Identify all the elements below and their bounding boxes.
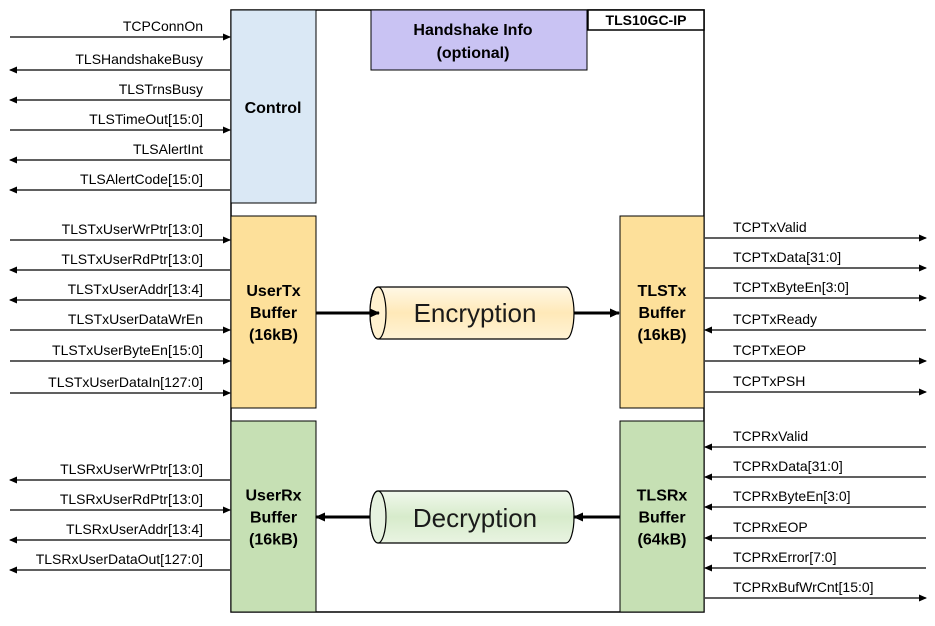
- left-signal-group: TCPConnOnTLSHandshakeBusyTLSTrnsBusyTLST…: [9, 18, 231, 574]
- tlstx-label-line-1: TLSTx: [638, 283, 687, 300]
- left-signal-label: TLSTxUserDataIn[127:0]: [48, 374, 203, 390]
- control-block: [230, 9, 317, 204]
- usertx-box: [230, 215, 317, 409]
- left-signal-label: TLSTimeOut[15:0]: [89, 111, 203, 127]
- left-signal-label: TCPConnOn: [123, 18, 203, 34]
- right-signal-label: TCPRxError[7:0]: [733, 549, 836, 565]
- tlsrx-box: [619, 420, 705, 613]
- handshake-info-block: [370, 9, 588, 71]
- left-signal-label: TLSTxUserRdPtr[13:0]: [61, 251, 203, 267]
- left-signal-label: TLSRxUserRdPtr[13:0]: [60, 491, 203, 507]
- right-signal-label: TCPRxBufWrCnt[15:0]: [733, 579, 874, 595]
- right-signal-label: TCPTxByteEn[3:0]: [733, 279, 849, 295]
- decryption-label: Decryption: [413, 503, 537, 533]
- right-signal-label: TCPRxValid: [733, 428, 808, 444]
- ip-title: TLS10GC-IP: [606, 12, 687, 28]
- right-signal-label: TCPTxEOP: [733, 342, 806, 358]
- right-signal-label: TCPRxByteEn[3:0]: [733, 488, 851, 504]
- usertx-label-line-2: Buffer: [250, 305, 297, 322]
- left-signal-label: TLSRxUserDataOut[127:0]: [36, 551, 203, 567]
- decryption-block: Decryption: [369, 490, 575, 544]
- userrx-label-line-2: Buffer: [250, 510, 297, 527]
- usertx-label-line-1: UserTx: [246, 283, 300, 300]
- left-signal-label: TLSTxUserDataWrEn: [68, 311, 203, 327]
- left-signal-label: TLSTxUserByteEn[15:0]: [52, 342, 203, 358]
- left-signal-label: TLSAlertCode[15:0]: [80, 171, 203, 187]
- right-signal-label: TCPTxPSH: [733, 373, 805, 389]
- right-signal-label: TCPRxData[31:0]: [733, 458, 843, 474]
- handshake-label: Handshake Info: [413, 22, 532, 39]
- right-signal-label: TCPTxValid: [733, 219, 807, 235]
- left-signal-label: TLSTxUserWrPtr[13:0]: [62, 221, 203, 237]
- userrx-box: [230, 420, 317, 613]
- usertx-label-line-3: (16kB): [249, 327, 298, 344]
- left-signal-label: TLSRxUserAddr[13:4]: [66, 521, 203, 537]
- left-signal-label: TLSRxUserWrPtr[13:0]: [60, 461, 203, 477]
- encryption-label: Encryption: [414, 298, 537, 328]
- userrx-label-line-1: UserRx: [245, 488, 301, 505]
- tlsrx-label-line-3: (64kB): [638, 532, 687, 549]
- encryption-block: Encryption: [369, 286, 575, 340]
- ip-title-box: [587, 9, 705, 31]
- right-signal-label: TCPRxEOP: [733, 519, 808, 535]
- tlstx-label-line-2: Buffer: [638, 305, 685, 322]
- tlsrx-label-line-1: TLSRx: [637, 488, 688, 505]
- tlsrx-label-line-2: Buffer: [638, 510, 685, 527]
- left-signal-label: TLSAlertInt: [133, 141, 203, 157]
- handshake-optional-label: (optional): [437, 45, 510, 62]
- tlstx-box: [619, 215, 705, 409]
- left-signal-label: TLSTrnsBusy: [119, 81, 203, 97]
- control-label: Control: [245, 100, 302, 117]
- tlstx-label-line-3: (16kB): [638, 327, 687, 344]
- right-signal-label: TCPTxReady: [733, 311, 817, 327]
- right-signal-label: TCPTxData[31:0]: [733, 249, 841, 265]
- userrx-label-line-3: (16kB): [249, 532, 298, 549]
- left-signal-label: TLSTxUserAddr[13:4]: [68, 281, 203, 297]
- left-signal-label: TLSHandshakeBusy: [75, 51, 203, 67]
